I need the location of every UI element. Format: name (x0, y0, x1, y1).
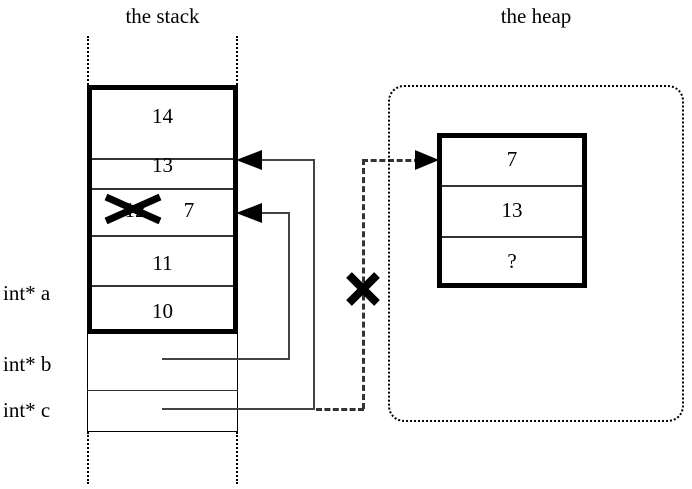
stack-locals-box (87, 334, 238, 432)
stack-cell-value: 11 (152, 251, 173, 275)
dangling-pointer-dashed-tail (316, 408, 364, 411)
dangling-pointer-dashed-head-line (362, 159, 420, 162)
stack-row-divider (92, 235, 233, 237)
heap-title: the heap (500, 4, 572, 28)
variable-label-b: int* b (3, 352, 52, 376)
pointer-c-segment-arrowline (248, 159, 314, 161)
stack-cell-value: 14 (152, 104, 173, 128)
stack-cell-value: 10 (152, 299, 173, 323)
heap-cell-value: ? (507, 249, 517, 273)
heap-cell-value: 13 (501, 198, 523, 222)
pointer-b-segment-arrowline (248, 212, 289, 214)
heap-cell-value: 7 (506, 147, 518, 171)
heap-row-divider (442, 236, 582, 238)
stack-row-divider (92, 285, 233, 287)
stack-right-guide-top (236, 36, 238, 85)
pointer-b-segment-vertical (288, 212, 290, 359)
stack-locals-divider (87, 390, 238, 391)
stack-left-guide-bottom (87, 432, 89, 484)
stack-cell-new-value: 7 (183, 198, 195, 222)
pointer-b-arrowhead-icon (236, 203, 262, 223)
stack-row-divider (92, 188, 233, 190)
pointer-c-arrowhead-icon (236, 150, 262, 170)
pointer-b-segment-horizontal (162, 358, 290, 360)
stack-title: the stack (125, 4, 200, 28)
stack-cell-value: 13 (152, 153, 173, 177)
stack-row-divider (92, 158, 233, 160)
heap-region-boundary (388, 85, 684, 422)
stack-cell-old-value: 12 (124, 198, 146, 222)
dangling-pointer-arrowhead-icon (415, 150, 439, 170)
variable-label-c: int* c (3, 398, 51, 422)
dangling-pointer-dashed-riser (362, 159, 365, 409)
stack-cell-overwritten: 12 7 (87, 193, 238, 230)
variable-label-a: int* a (3, 281, 51, 305)
heap-row-divider (442, 185, 582, 187)
pointer-c-segment-vertical (313, 159, 315, 409)
pointer-c-segment-horizontal (162, 408, 315, 410)
heap-block-box (437, 133, 587, 288)
stack-right-guide-bottom (236, 432, 238, 484)
stack-left-guide-top (87, 36, 89, 85)
